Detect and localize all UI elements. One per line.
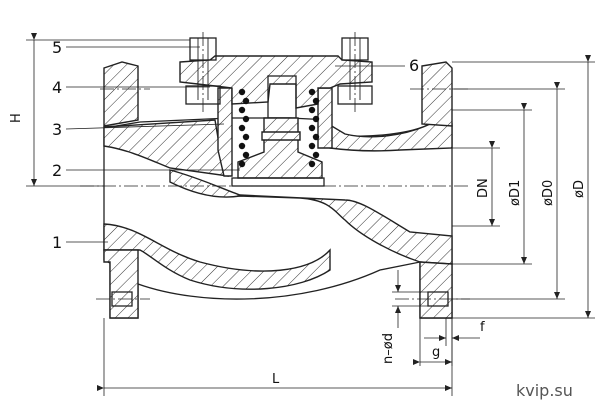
spring-coil: [308, 160, 316, 168]
neck-right: [317, 87, 333, 149]
spring-coil: [238, 160, 246, 168]
callout-3: 3: [52, 120, 62, 139]
spring-coil: [308, 88, 316, 96]
dim-label-d1: øD1: [508, 180, 523, 206]
dim-label-dn: DN: [476, 178, 491, 198]
outlet-wall: [329, 123, 453, 152]
right-flange-lower: [419, 261, 453, 319]
callout-4: 4: [52, 78, 62, 97]
left-flange-lower: [103, 249, 139, 319]
spring-coil: [238, 106, 246, 114]
spring-coil: [308, 124, 316, 132]
dim-label-d0: øD0: [541, 180, 556, 206]
spring-coil: [242, 97, 250, 105]
spring-coil: [308, 106, 316, 114]
right-flange: [421, 61, 453, 127]
dim-label-f: f: [480, 320, 485, 335]
spring-coil: [238, 88, 246, 96]
dim-label-g: g: [432, 345, 440, 360]
callout-5: 5: [52, 38, 62, 57]
spring-coil: [242, 133, 250, 141]
spring-coil: [312, 151, 320, 159]
callout-leaders: [65, 46, 405, 243]
spring-coil: [312, 133, 320, 141]
disc-assembly: [231, 117, 325, 187]
dim-label-holes: n–ød: [381, 333, 396, 364]
spring-coil: [308, 142, 316, 150]
inlet-wall: [103, 119, 229, 177]
spring-coil: [312, 97, 320, 105]
spring-coil: [242, 151, 250, 159]
callout-6: 6: [409, 56, 419, 75]
dimension-lines: [26, 33, 595, 396]
dim-label-h: H: [9, 113, 24, 123]
dim-label-l: L: [272, 372, 280, 387]
bottom-wall: [103, 223, 331, 290]
callout-1: 1: [52, 233, 62, 252]
callout-2: 2: [52, 161, 62, 180]
spring-coil: [242, 115, 250, 123]
seat-partition: [169, 169, 453, 265]
left-flange: [103, 61, 139, 127]
spring-coil: [312, 115, 320, 123]
watermark: kvip.su: [516, 381, 573, 400]
valve-body: [103, 61, 453, 319]
spring-coil: [238, 124, 246, 132]
dim-label-d: øD: [572, 180, 587, 198]
spring: [238, 88, 320, 168]
spring-coil: [238, 142, 246, 150]
